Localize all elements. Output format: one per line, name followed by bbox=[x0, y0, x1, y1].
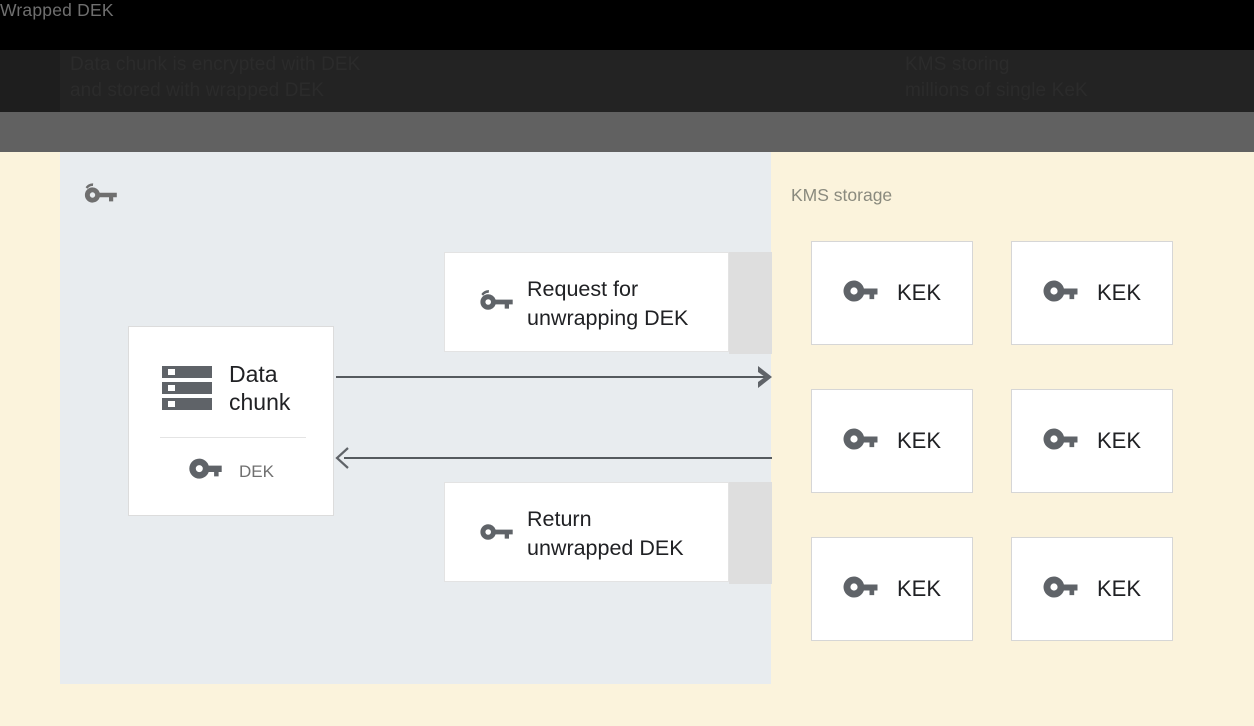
data-chunk-row: Data chunk bbox=[161, 360, 290, 416]
request-unwrap-card[interactable]: Request for unwrapping DEK bbox=[444, 252, 729, 352]
kek-label: KEK bbox=[896, 576, 942, 601]
request-arrow-head bbox=[756, 365, 778, 394]
key-icon bbox=[476, 519, 516, 550]
key-icon bbox=[1043, 575, 1079, 604]
key-icon bbox=[189, 458, 223, 485]
header-left-caption: Data chunk is encrypted with DEK and sto… bbox=[70, 54, 361, 101]
kek-card[interactable]: KEK bbox=[1011, 389, 1173, 493]
dek-row: DEK bbox=[189, 458, 274, 485]
response-arrow-head bbox=[334, 446, 354, 475]
kek-card[interactable]: KEK bbox=[811, 389, 973, 493]
kek-card[interactable]: KEK bbox=[811, 241, 973, 345]
kek-label: KEK bbox=[1096, 428, 1142, 453]
panel-title-wrapped-dek: Wrapped DEK bbox=[0, 0, 114, 20]
key-icon bbox=[1043, 279, 1079, 308]
data-chunk-card[interactable]: Data chunk DEK bbox=[128, 326, 334, 516]
kek-label: KEK bbox=[1096, 576, 1142, 601]
top-black-band bbox=[0, 0, 1254, 50]
server-storage-icon bbox=[161, 364, 213, 412]
card-divider bbox=[160, 437, 306, 438]
key-icon bbox=[843, 575, 879, 604]
request-card-shade bbox=[729, 252, 772, 354]
request-unwrap-label: Request for unwrapping DEK bbox=[527, 277, 689, 330]
header-gray-band bbox=[0, 112, 1254, 152]
header-right-caption: KMS storing millions of single KeK bbox=[905, 54, 1088, 101]
return-card-shade bbox=[729, 482, 772, 584]
kek-label: KEK bbox=[896, 280, 942, 305]
header-gray-band-left bbox=[0, 112, 60, 152]
return-unwrapped-label: Return unwrapped DEK bbox=[527, 507, 684, 560]
key-icon bbox=[79, 181, 119, 209]
kek-card[interactable]: KEK bbox=[1011, 537, 1173, 641]
return-unwrapped-card[interactable]: Return unwrapped DEK bbox=[444, 482, 729, 582]
header-dark-band bbox=[0, 50, 1254, 112]
key-icon bbox=[843, 427, 879, 456]
key-icon bbox=[1043, 427, 1079, 456]
kek-card[interactable]: KEK bbox=[1011, 241, 1173, 345]
header-dark-band-left bbox=[0, 50, 60, 112]
request-arrow-line bbox=[336, 376, 768, 378]
response-arrow-line bbox=[344, 457, 772, 459]
key-icon bbox=[843, 279, 879, 308]
data-chunk-label: Data chunk bbox=[229, 361, 291, 415]
kek-label: KEK bbox=[1096, 280, 1142, 305]
key-icon bbox=[476, 289, 516, 320]
kek-card[interactable]: KEK bbox=[811, 537, 973, 641]
dek-label: DEK bbox=[239, 461, 274, 481]
kek-label: KEK bbox=[896, 428, 942, 453]
panel-title-kms-storage: KMS storage bbox=[791, 185, 893, 205]
